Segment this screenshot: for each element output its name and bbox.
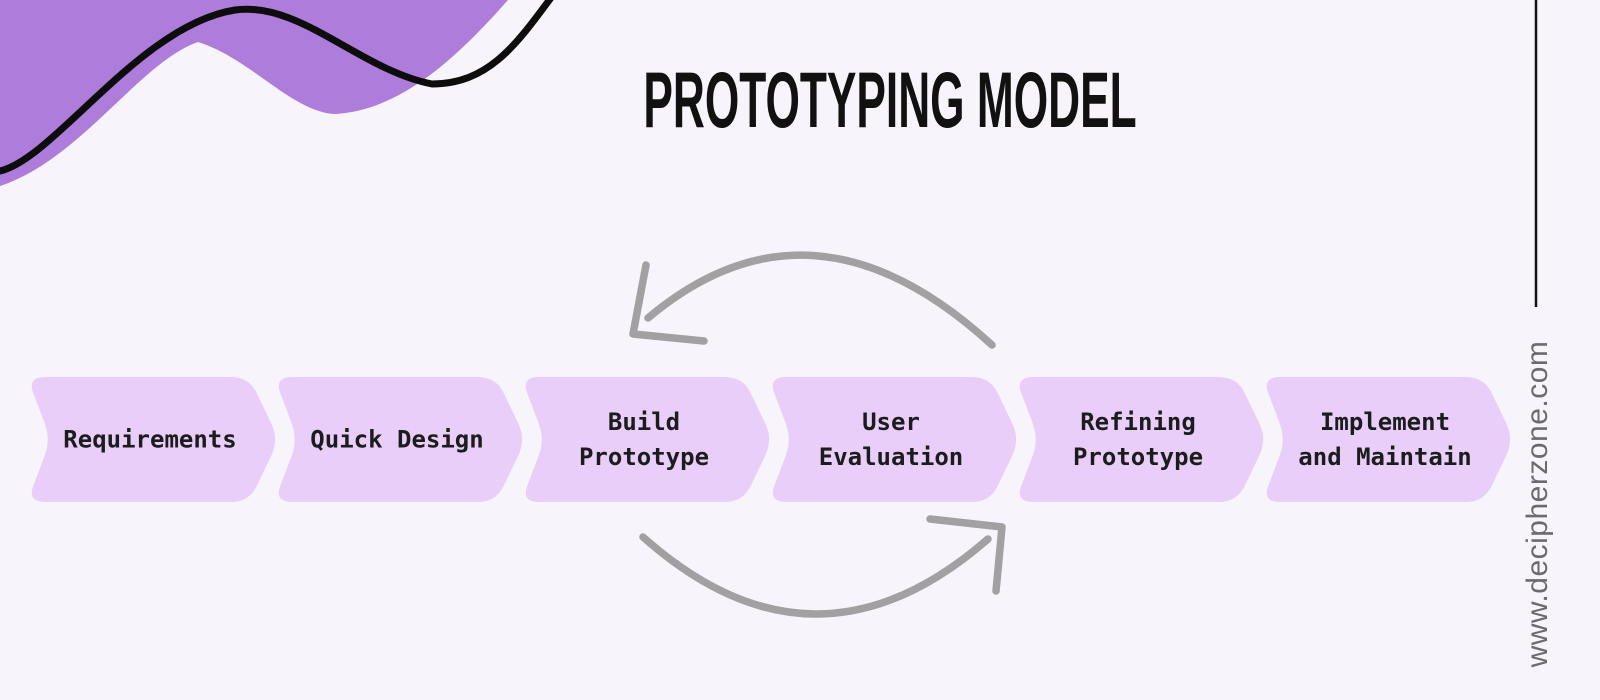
step-label-implement-maintain: Implement and Maintain bbox=[1298, 408, 1472, 471]
step-label-refining-prototype: Refining Prototype bbox=[1072, 408, 1204, 471]
corner-blob-shape bbox=[0, 0, 508, 186]
chevron-step-1 bbox=[31, 377, 276, 502]
step-label-user-evaluation: User Evaluation bbox=[818, 408, 964, 471]
chevron-step-3 bbox=[525, 377, 770, 502]
website-watermark: www.decipherzone.com bbox=[1521, 340, 1554, 668]
chevron-step-6 bbox=[1266, 377, 1511, 502]
loop-arc-bottom bbox=[639, 533, 992, 618]
process-chevron-band bbox=[31, 377, 1511, 502]
page-title-text: PROTOTYPING MODEL bbox=[643, 55, 1137, 144]
loop-arrowhead-left-icon bbox=[629, 261, 708, 345]
step-label-quick-design: Quick Design bbox=[310, 425, 484, 454]
chevron-step-4 bbox=[772, 377, 1017, 502]
chevron-step-2 bbox=[278, 377, 523, 502]
page-title: PROTOTYPING MODEL bbox=[450, 60, 1331, 139]
wavy-line-decoration bbox=[0, 0, 554, 175]
loop-arc-top bbox=[644, 251, 996, 349]
chevron-step-5 bbox=[1019, 377, 1264, 502]
step-label-build-prototype: Build Prototype bbox=[578, 408, 710, 471]
loop-arrowhead-right-icon bbox=[926, 515, 1006, 595]
step-label-requirements: Requirements bbox=[63, 425, 237, 454]
